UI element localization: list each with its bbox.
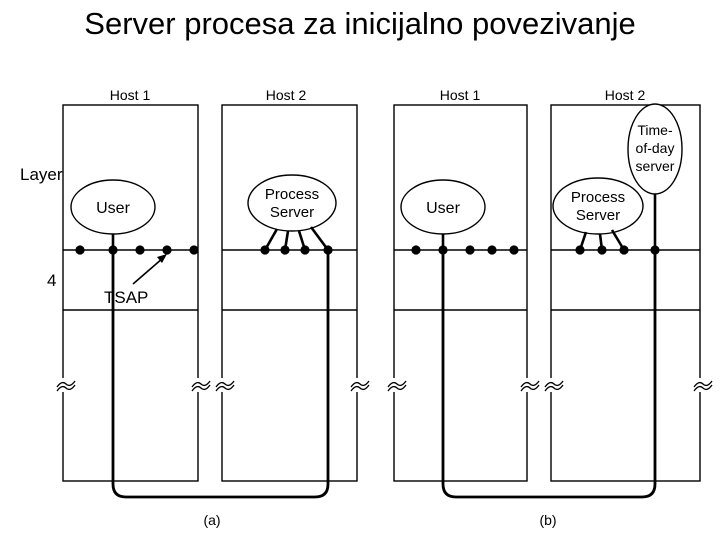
process-leg xyxy=(309,226,330,251)
process-ellipse-process-server xyxy=(552,177,644,235)
process-label-time-of-day-line2: of-day xyxy=(636,140,675,156)
tsap-dot xyxy=(300,245,310,255)
panel-a-host2: Host 2 Process Server xyxy=(215,88,370,482)
break-mark-icon xyxy=(693,378,713,392)
break-mark-icon xyxy=(544,378,564,392)
layer-number-label: 4 xyxy=(47,271,56,290)
transport-connection-path xyxy=(441,250,657,499)
tsap-dot xyxy=(411,245,421,255)
process-label-user: User xyxy=(96,200,130,217)
process-label-process-server-line1: Process xyxy=(571,189,625,206)
break-mark-icon xyxy=(56,378,76,392)
tsap-dot xyxy=(597,245,607,255)
panel-caption: (a) xyxy=(203,512,220,528)
process-label-user: User xyxy=(426,200,460,217)
host-box xyxy=(221,104,358,482)
host-box xyxy=(393,104,528,482)
process-label-process-server-line1: Process xyxy=(265,186,319,203)
tsap-annotation: TSAP xyxy=(104,254,167,307)
process-label-process-server-line2: Server xyxy=(270,204,314,221)
tsap-dot xyxy=(280,245,290,255)
process-ellipse-process-server xyxy=(247,174,337,232)
diagram-svg: Layer 4 Host 1 User xyxy=(20,88,713,528)
tsap-dot xyxy=(487,245,497,255)
page-title: Server procesa za inicijalno povezivanje xyxy=(84,6,636,41)
tsap-dot xyxy=(619,245,629,255)
process-label-process-server-line2: Server xyxy=(576,207,620,224)
panel-caption: (b) xyxy=(539,512,556,528)
tsap-dot xyxy=(509,245,519,255)
host-label: Host 2 xyxy=(605,88,646,103)
tsap-dot xyxy=(575,245,585,255)
tsap-dot xyxy=(465,245,475,255)
process-label-time-of-day-line1: Time- xyxy=(637,122,673,138)
break-mark-icon xyxy=(520,378,540,392)
process-ellipse-time-of-day-server xyxy=(627,103,683,195)
tsap-dot xyxy=(135,245,145,255)
host-box xyxy=(62,104,199,482)
tsap-arrow-line xyxy=(132,257,164,285)
panel-a: Host 1 User xyxy=(56,88,370,528)
panel-b: Host 1 User xyxy=(387,88,713,528)
process-label-time-of-day-line3: server xyxy=(636,158,675,174)
tsap-dot xyxy=(260,245,270,255)
panel-b-host2: Host 2 Time- of-day server Process Serve… xyxy=(544,88,713,482)
host-label: Host 1 xyxy=(440,88,481,103)
break-mark-icon xyxy=(350,378,370,392)
host-label: Host 1 xyxy=(110,88,151,103)
break-mark-icon xyxy=(215,378,235,392)
break-mark-icon xyxy=(387,378,407,392)
tsap-dot xyxy=(162,245,172,255)
tsap-arrow-head-icon xyxy=(157,254,167,263)
figure-diagram: Layer 4 Host 1 User xyxy=(0,88,720,540)
panel-b-host1: Host 1 User xyxy=(387,88,540,482)
layer-label: Layer xyxy=(20,165,63,184)
tsap-dot xyxy=(75,245,85,255)
host-label: Host 2 xyxy=(266,88,307,103)
tsap-label: TSAP xyxy=(104,288,148,307)
transport-connection-path xyxy=(111,250,330,499)
break-mark-icon xyxy=(191,378,211,392)
host-box xyxy=(550,104,701,482)
tsap-dot xyxy=(189,245,199,255)
panel-a-host1: Host 1 User xyxy=(56,88,211,482)
